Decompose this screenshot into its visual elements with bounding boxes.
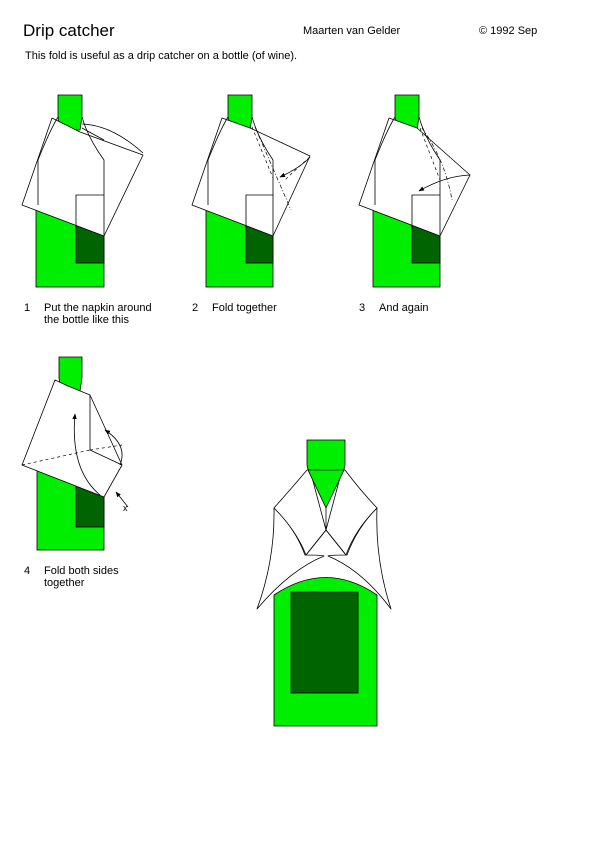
step-2-diagram: [191, 94, 311, 288]
author-name: Maarten van Gelder: [303, 25, 401, 37]
final-result-diagram: [256, 439, 392, 727]
bottle-v: [307, 469, 345, 509]
step-number: 3: [359, 302, 366, 314]
step-text-line: together: [44, 577, 85, 589]
fold-arrow: [72, 413, 101, 496]
step-3-diagram: [358, 94, 471, 288]
step-1-diagram: [21, 94, 144, 288]
napkin: [358, 117, 471, 237]
napkin-left-wing: [256, 507, 325, 610]
step-text-line: Put the napkin around: [44, 302, 152, 314]
step-number: 2: [192, 302, 199, 314]
fold-arrow: [104, 429, 123, 466]
step-text-line: Fold together: [212, 302, 277, 314]
step-text-line: And again: [379, 302, 429, 314]
step-number: 1: [24, 302, 31, 314]
bottle-label: [290, 591, 359, 694]
step-number: 4: [24, 565, 31, 577]
napkin-right-wing: [327, 507, 392, 610]
page-title: Drip catcher: [23, 21, 115, 40]
fold-arrow: [279, 156, 311, 178]
step-text-line: the bottle like this: [44, 314, 129, 326]
step-text-line: Fold both sides: [44, 565, 119, 577]
intro-text: This fold is useful as a drip catcher on…: [25, 50, 298, 62]
step-4-mark: x: [123, 503, 128, 513]
copyright-date: © 1992 Sep: [479, 25, 538, 37]
step-4-diagram: [21, 356, 129, 551]
pointer-arrow: [115, 491, 129, 508]
fold-arrow: [418, 174, 471, 192]
napkin: [191, 117, 311, 237]
